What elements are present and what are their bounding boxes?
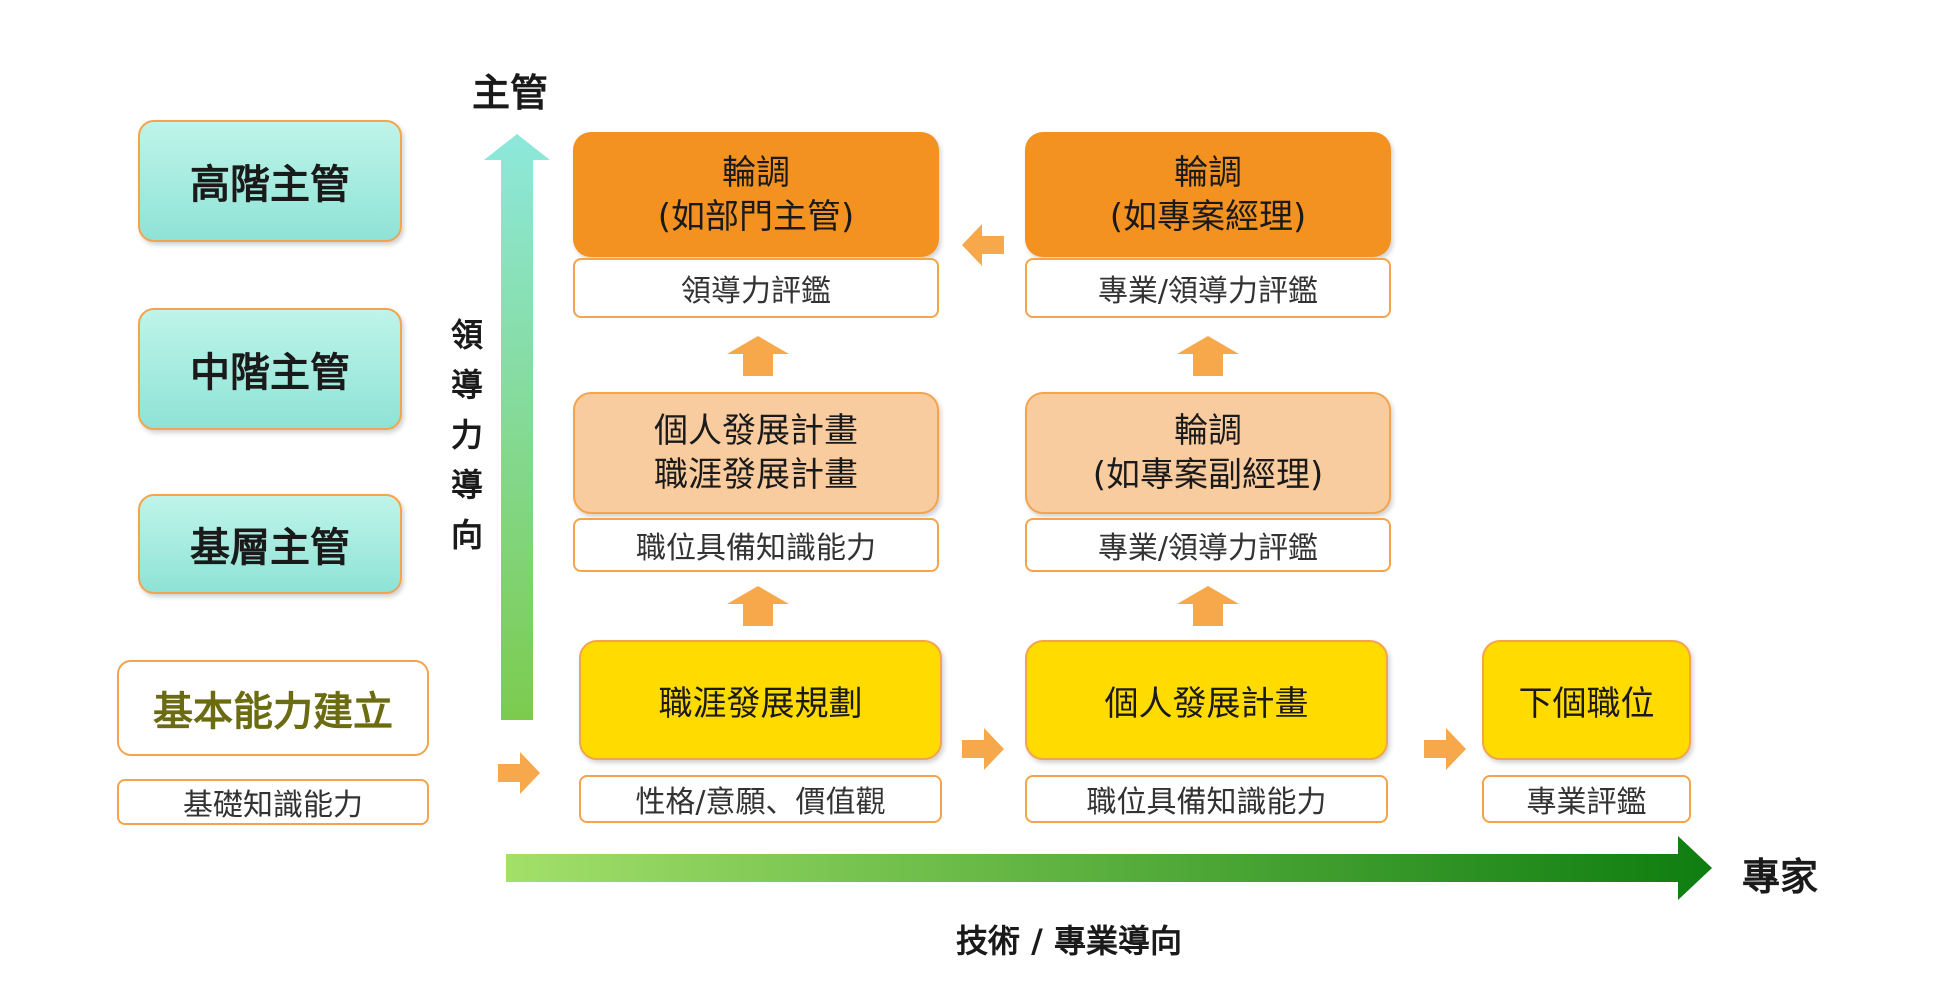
label-position-knowledge-middle: 職位具備知識能力 xyxy=(636,531,876,566)
arrow-up-right-bottom-to-middle xyxy=(1177,586,1239,626)
label-leadership-assessment: 領導力評鑑 xyxy=(681,274,831,309)
arrow-left-pm-to-department-head xyxy=(962,224,1004,266)
label-pro-leadership-middle: 專業/領導力評鑑 xyxy=(1097,531,1319,566)
node-rotation-department-head: 輪調 (如部門主管) xyxy=(573,132,939,257)
label-position-knowledge-middle-box: 職位具備知識能力 xyxy=(573,518,939,572)
arrow-right-plan-to-next xyxy=(1424,728,1466,770)
node-rotation-deputy-pm-line1: 輪調 xyxy=(1174,411,1242,451)
node-personal-development-plan-title: 個人發展計畫 xyxy=(1104,683,1309,724)
label-position-knowledge-bottom: 職位具備知識能力 xyxy=(1086,785,1327,820)
label-position-knowledge-bottom-box: 職位具備知識能力 xyxy=(1025,775,1388,823)
arrow-right-into-planning xyxy=(498,752,540,794)
node-rotation-deputy-pm: 輪調 (如專案副經理) xyxy=(1025,392,1391,514)
level-first-line-manager-label: 基層主管 xyxy=(190,525,350,571)
label-pro-leadership-middle-box: 專業/領導力評鑑 xyxy=(1025,518,1391,572)
arrow-up-right-middle-to-top xyxy=(1177,336,1239,376)
level-senior-manager-label: 高階主管 xyxy=(190,162,350,208)
vertical-axis-label: 領導力導向 xyxy=(446,318,484,568)
node-career-development-planning-title: 職涯發展規劃 xyxy=(658,683,863,724)
node-next-position: 下個職位 xyxy=(1482,640,1691,760)
label-personality-values: 性格/意願、價值觀 xyxy=(635,785,886,820)
horizontal-axis-end-label: 專家 xyxy=(1742,855,1819,899)
arrow-up-left-middle-to-top xyxy=(727,336,789,376)
horizontal-axis-arrow xyxy=(506,836,1712,900)
label-pro-leadership-top-box: 專業/領導力評鑑 xyxy=(1025,258,1391,318)
node-rotation-deputy-pm-line2: (如專案副經理) xyxy=(1092,455,1324,495)
label-personality-values-box: 性格/意願、價值觀 xyxy=(579,775,942,823)
node-rotation-project-manager: 輪調 (如專案經理) xyxy=(1025,132,1391,257)
horizontal-axis-label: 技術 / 專業導向 xyxy=(956,922,1182,960)
arrow-up-left-bottom-to-middle xyxy=(727,586,789,626)
node-personal-development-plan: 個人發展計畫 xyxy=(1025,640,1388,760)
level-first-line-manager: 基層主管 xyxy=(138,494,402,594)
vertical-axis-arrow xyxy=(484,134,550,720)
vertical-axis-title: 主管 xyxy=(472,71,549,115)
label-pro-leadership-top: 專業/領導力評鑑 xyxy=(1097,274,1319,309)
node-rotation-department-head-line2: (如部門主管) xyxy=(657,196,855,237)
node-personal-career-plans-line2: 職涯發展計畫 xyxy=(654,455,858,495)
level-middle-manager: 中階主管 xyxy=(138,308,402,430)
basic-knowledge-label: 基礎知識能力 xyxy=(183,788,363,823)
label-professional-assessment-box: 專業評鑑 xyxy=(1482,775,1691,823)
level-senior-manager: 高階主管 xyxy=(138,120,402,242)
node-next-position-title: 下個職位 xyxy=(1518,683,1655,724)
node-rotation-project-manager-line1: 輪調 xyxy=(1174,152,1242,193)
basic-ability-title: 基本能力建立 xyxy=(153,689,393,735)
label-professional-assessment: 專業評鑑 xyxy=(1526,785,1647,820)
label-leadership-assessment-box: 領導力評鑑 xyxy=(573,258,939,318)
node-career-development-planning: 職涯發展規劃 xyxy=(579,640,942,760)
basic-knowledge-label-box: 基礎知識能力 xyxy=(117,779,429,825)
arrow-right-planning-to-plan xyxy=(962,728,1004,770)
node-personal-career-plans-line1: 個人發展計畫 xyxy=(654,411,858,451)
basic-ability-box: 基本能力建立 xyxy=(117,660,429,756)
node-rotation-department-head-line1: 輪調 xyxy=(722,152,790,193)
node-rotation-project-manager-line2: (如專案經理) xyxy=(1109,196,1307,237)
node-personal-career-plans: 個人發展計畫 職涯發展計畫 xyxy=(573,392,939,514)
level-middle-manager-label: 中階主管 xyxy=(190,350,350,396)
